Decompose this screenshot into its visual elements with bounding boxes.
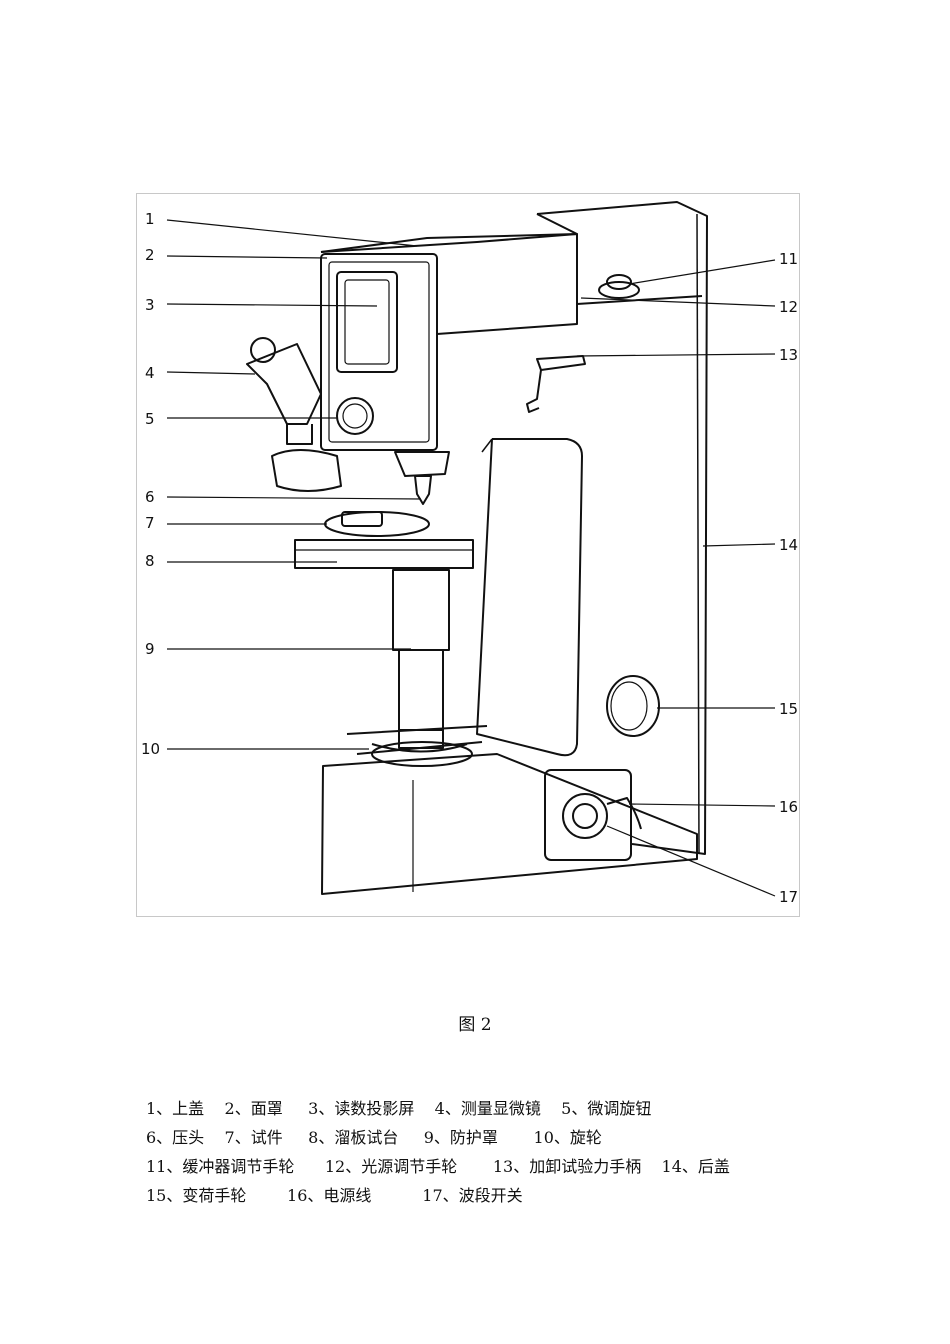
base xyxy=(321,753,698,895)
buffer-knob xyxy=(598,281,640,299)
slide-table xyxy=(294,539,474,569)
figure-legend: 1、上盖 2、面罩 3、读数投影屏 4、测量显微镜 5、微调旋钮 6、压头 7、… xyxy=(146,1094,846,1210)
callout-label-15: 15 xyxy=(779,700,798,718)
callout-label-11: 11 xyxy=(779,250,798,268)
top-housing-top xyxy=(320,233,578,253)
front-panel xyxy=(320,253,438,451)
front-panel-inner xyxy=(328,261,430,443)
top-right-body xyxy=(536,213,703,305)
microscope-base xyxy=(271,449,342,492)
callout-label-14: 14 xyxy=(779,536,798,554)
callout-label-3: 3 xyxy=(145,296,155,314)
figure-caption: 图 2 xyxy=(458,1015,492,1035)
rear-cover-outline xyxy=(536,201,708,855)
load-handle xyxy=(536,355,586,371)
rear-cover-edge xyxy=(696,213,700,855)
legend-line: 6、压头 7、试件 8、溜板试台 9、防护罩 10、旋轮 xyxy=(146,1128,602,1147)
band-switch xyxy=(562,793,608,839)
indenter-holder xyxy=(394,451,450,477)
c-frame xyxy=(476,438,583,757)
switch-panel xyxy=(544,769,632,861)
callout-label-8: 8 xyxy=(145,552,155,570)
projection-screen-inner xyxy=(344,279,390,365)
specimen xyxy=(324,511,430,537)
legend-line: 15、变荷手轮 16、电源线 17、波段开关 xyxy=(146,1186,523,1205)
callout-label-12: 12 xyxy=(779,298,798,316)
protective-sleeve-upper xyxy=(392,569,450,651)
protective-sleeve-lower xyxy=(398,649,444,731)
legend-line: 1、上盖 2、面罩 3、读数投影屏 4、测量显微镜 5、微调旋钮 xyxy=(146,1099,652,1118)
callout-label-13: 13 xyxy=(779,346,798,364)
handwheel xyxy=(346,725,488,755)
callout-label-4: 4 xyxy=(145,364,155,382)
callout-label-17: 17 xyxy=(779,888,798,906)
power-cord xyxy=(606,797,642,830)
callout-label-16: 16 xyxy=(779,798,798,816)
projection-screen xyxy=(336,271,398,373)
indenter-tip xyxy=(414,475,432,505)
callout-label-2: 2 xyxy=(145,246,155,264)
microscope-body xyxy=(246,343,322,425)
callout-label-6: 6 xyxy=(145,488,155,506)
legend-line: 11、缓冲器调节手轮 12、光源调节手轮 13、加卸试验力手柄 14、后盖 xyxy=(146,1157,730,1176)
callout-label-1: 1 xyxy=(145,210,155,228)
microscope-eyepiece xyxy=(250,337,276,363)
load-change-wheel xyxy=(606,675,660,737)
callout-label-9: 9 xyxy=(145,640,155,658)
callout-label-10: 10 xyxy=(141,740,160,758)
fine-adjust-knob xyxy=(336,397,374,435)
callout-label-5: 5 xyxy=(145,410,155,428)
callout-label-7: 7 xyxy=(145,514,155,532)
